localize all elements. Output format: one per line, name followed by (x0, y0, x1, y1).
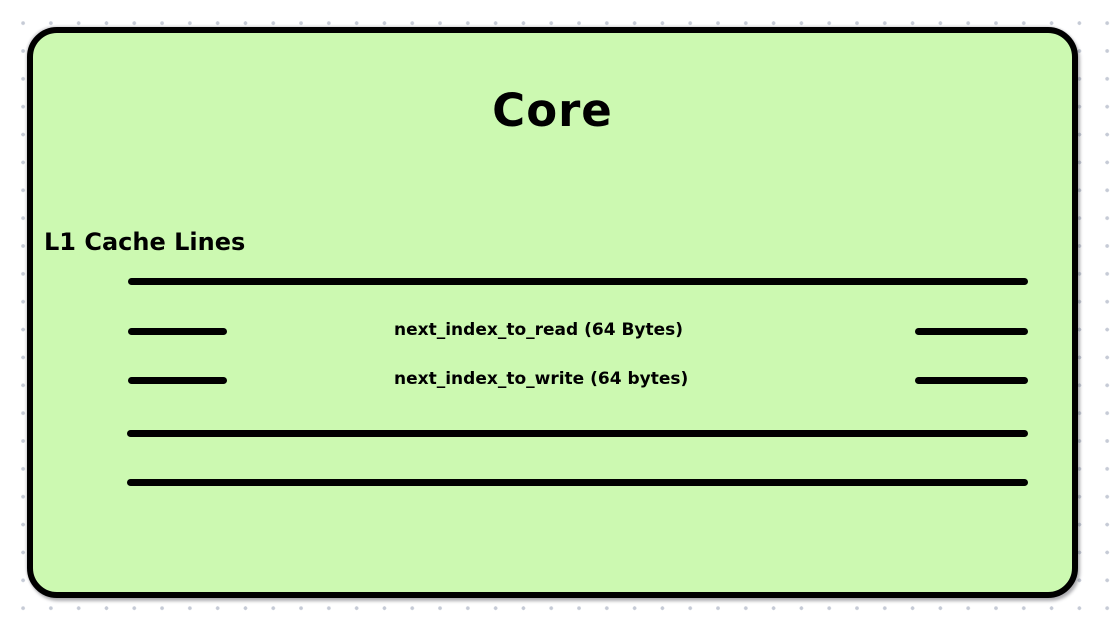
cache-line-bottom[interactable] (127, 479, 1028, 486)
l1-cache-lines-label[interactable]: L1 Cache Lines (44, 228, 246, 256)
core-title[interactable]: Core (492, 84, 613, 137)
cache-line-read-right-segment[interactable] (915, 328, 1028, 335)
cache-line-top[interactable] (128, 278, 1028, 285)
next-index-to-read-label[interactable]: next_index_to_read (64 Bytes) (394, 320, 684, 340)
cache-line-read-left-segment[interactable] (128, 328, 227, 335)
cache-line-write-left-segment[interactable] (128, 377, 227, 384)
cache-line-write-right-segment[interactable] (915, 377, 1028, 384)
core-box-shape[interactable] (27, 27, 1078, 598)
next-index-to-write-label[interactable]: next_index_to_write (64 bytes) (394, 369, 689, 389)
cache-line-middle[interactable] (127, 430, 1028, 437)
